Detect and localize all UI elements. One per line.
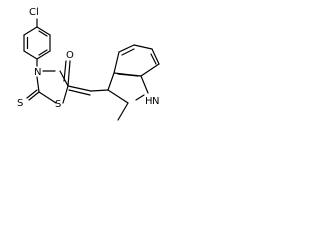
indole-h-label: H <box>145 96 153 107</box>
chlorine-label: Cl <box>29 7 39 18</box>
bond <box>63 60 67 82</box>
bond <box>36 26 51 36</box>
molecule-drawing: Cl O N S S H N <box>17 7 160 121</box>
methine-linker <box>67 85 109 96</box>
bond <box>140 63 160 77</box>
bond <box>62 85 69 104</box>
bond <box>38 49 48 56</box>
structure-canvas: Cl O N S S H N <box>0 0 180 130</box>
bond <box>107 89 129 104</box>
bond <box>118 44 135 53</box>
chlorophenyl-ring <box>23 18 51 67</box>
indole-n-label: N <box>152 96 159 107</box>
bond <box>38 30 48 37</box>
bond <box>135 94 145 101</box>
bond <box>68 89 91 96</box>
bond <box>90 89 109 92</box>
bond <box>26 89 38 99</box>
bond <box>38 91 57 104</box>
bond <box>140 75 149 94</box>
ring-nitrogen-label: N <box>34 67 41 78</box>
bond <box>107 72 115 91</box>
bond <box>28 91 40 101</box>
indole-system <box>107 44 160 121</box>
bond <box>151 48 160 65</box>
thiazolidinone-ring <box>26 60 71 104</box>
bond <box>23 26 38 36</box>
bond <box>117 73 139 77</box>
bond <box>113 51 120 74</box>
bond <box>121 48 135 56</box>
bond <box>23 50 38 60</box>
thione-sulfur-label: S <box>17 98 23 109</box>
bond <box>133 44 153 50</box>
bond <box>67 60 71 87</box>
carbonyl-oxygen-label: O <box>66 50 74 61</box>
bond <box>36 50 51 60</box>
bond <box>67 85 92 92</box>
bond <box>36 76 40 93</box>
ring-sulfur-label: S <box>55 99 61 110</box>
bond <box>150 53 157 65</box>
bond <box>117 102 129 121</box>
